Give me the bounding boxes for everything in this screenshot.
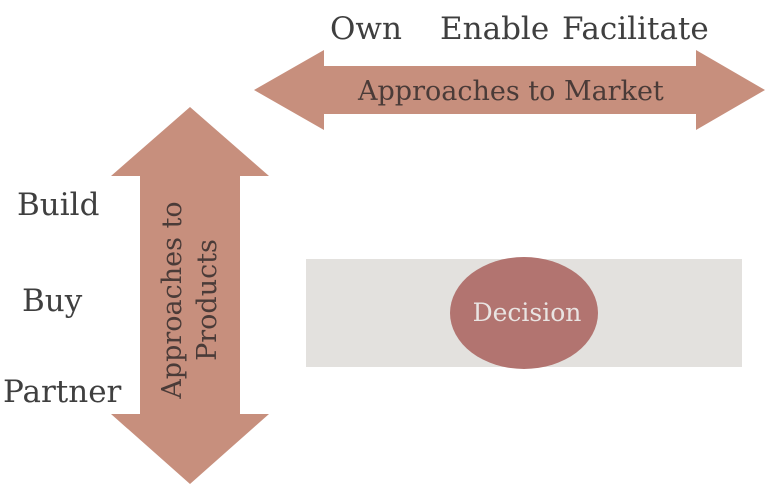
decision-ellipse: [450, 257, 598, 369]
market-double-arrow: [254, 50, 765, 130]
products-arrow-label-line1: Approaches to: [157, 201, 188, 399]
market-option-own: Own: [330, 11, 402, 47]
market-option-facilitate: Facilitate: [562, 11, 709, 47]
market-option-enable: Enable: [440, 11, 550, 47]
products-arrow-label: Approaches to Products: [155, 170, 225, 430]
product-option-buy: Buy: [22, 283, 83, 319]
products-arrow-label-line2: Products: [192, 239, 223, 361]
product-option-partner: Partner: [3, 374, 122, 410]
market-arrow-label: Approaches to Market: [358, 76, 664, 107]
decision-label: Decision: [472, 298, 582, 327]
product-option-build: Build: [17, 187, 100, 223]
products-double-arrow: [111, 107, 269, 484]
